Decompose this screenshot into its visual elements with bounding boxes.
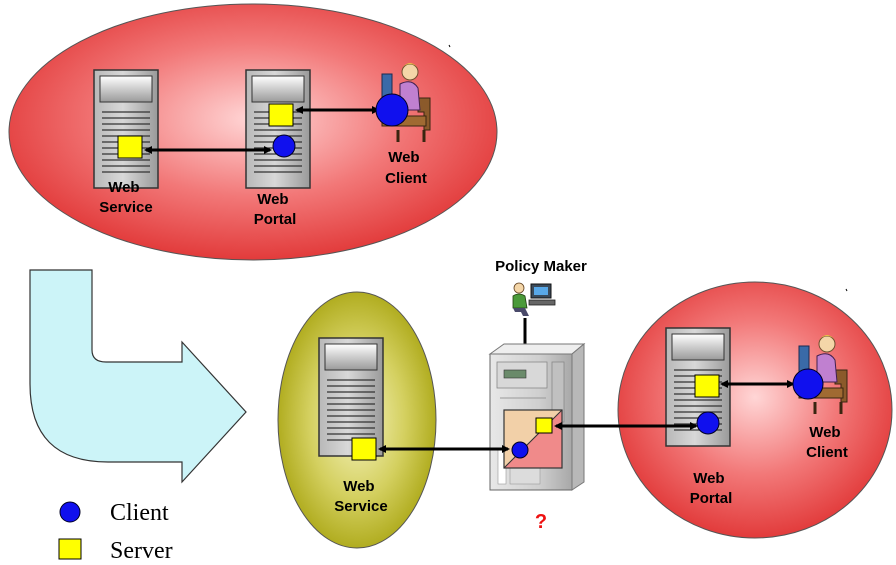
stray-mark-right [845,288,848,292]
legend-client-circle [59,501,81,523]
policy-maker-person-icon [512,282,556,316]
legend-server-label: Server [110,538,173,564]
top-web-portal-client-circle [272,134,296,158]
proxy-client-circle [511,441,529,459]
top-web-portal-server-square [268,103,294,127]
legend-server-square [58,538,82,560]
right-web-client-label: Web Client [806,424,848,461]
right-web-portal-client-circle [696,411,720,435]
legend-client-label: Client [110,500,169,526]
stray-mark [448,44,451,48]
right-web-client-circle [792,368,824,400]
top-web-portal-label: Web Portal [254,191,297,228]
right-web-portal-label: Web Portal [690,470,733,507]
question-mark: ? [535,511,547,533]
legend: Client Server [58,500,173,564]
proxy-split-box [503,409,563,469]
right-web-portal-server-square [694,374,720,398]
top-web-service-tower [93,69,159,189]
bottom-web-service-label: Web Service [334,478,387,515]
top-web-portal-tower [245,69,311,189]
transformation-arrow [29,269,247,484]
right-group-ellipse [617,281,893,539]
top-web-service-server-square [117,135,143,159]
top-web-client-label: Web Client [385,149,427,187]
top-web-service-label: Web Service [99,179,152,216]
top-web-client-circle [375,93,409,127]
proxy-server-square [535,417,553,434]
bottom-web-service-server-square [351,437,377,461]
policy-maker-label: Policy Maker [495,258,587,275]
